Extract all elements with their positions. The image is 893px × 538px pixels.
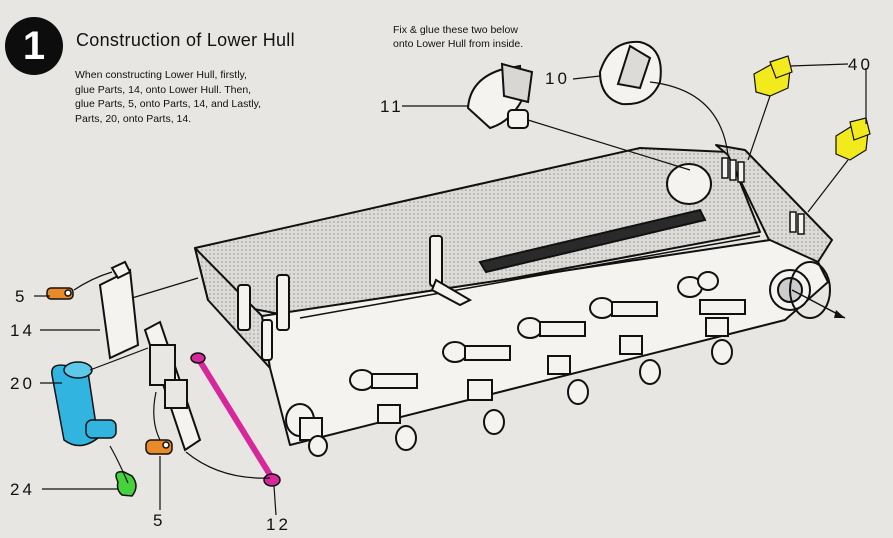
part-12-rod bbox=[190, 352, 281, 487]
suspension-arm bbox=[442, 341, 511, 435]
part-40-brackets bbox=[753, 55, 871, 161]
instruction-line: When constructing Lower Hull, firstly, bbox=[75, 69, 247, 81]
assembly-instructions: When constructing Lower Hull, firstly, g… bbox=[75, 68, 365, 126]
interior-parts-note: Fix & glue these two below onto Lower Hu… bbox=[393, 24, 523, 51]
part-5-top bbox=[46, 287, 74, 300]
step-title: Construction of Lower Hull bbox=[76, 30, 295, 50]
suspension-arm bbox=[517, 317, 589, 405]
part-20-cylinder bbox=[51, 361, 117, 447]
part-label-10: 10 bbox=[545, 69, 570, 88]
interior-rail bbox=[478, 208, 707, 274]
front-lower-plate bbox=[143, 320, 202, 452]
suspension-arm bbox=[677, 271, 746, 365]
note-line: onto Lower Hull from inside. bbox=[393, 37, 524, 50]
instruction-line: Parts, 20, onto Parts, 14. bbox=[75, 112, 192, 125]
part-label-11: 11 bbox=[380, 97, 404, 116]
part-24-green bbox=[115, 470, 137, 497]
note-line: Fix & glue these two below bbox=[393, 24, 518, 36]
part-label-40: 40 bbox=[848, 55, 873, 74]
part-label-14: 14 bbox=[10, 321, 35, 340]
step-number-badge: 1 bbox=[5, 17, 63, 75]
part-5-bottom bbox=[145, 439, 173, 455]
hull-rear-brackets bbox=[721, 157, 805, 235]
part-14-front-plate bbox=[98, 260, 140, 360]
front-idler-hub bbox=[285, 403, 328, 457]
part-10 bbox=[598, 40, 662, 106]
part-label-24: 24 bbox=[10, 480, 35, 499]
interior-posts bbox=[237, 235, 473, 361]
part-11 bbox=[466, 62, 534, 130]
rear-sprocket-hub bbox=[769, 261, 831, 319]
part-label-5-bottom: 5 bbox=[153, 511, 166, 530]
hull-inner-hole bbox=[666, 163, 712, 205]
instruction-line: glue Parts, 5, onto Parts, 14, and Lastl… bbox=[75, 98, 261, 110]
leader-lines bbox=[34, 63, 867, 516]
part-label-20: 20 bbox=[10, 374, 35, 393]
lower-hull bbox=[194, 144, 833, 446]
instruction-line: glue Parts, 14, onto Lower Hull. Then, bbox=[75, 83, 252, 96]
part-label-5-top: 5 bbox=[15, 287, 28, 306]
suspension-arm bbox=[589, 297, 661, 385]
part-label-12: 12 bbox=[266, 515, 291, 534]
suspension-arm bbox=[349, 369, 418, 451]
suspension-arms bbox=[285, 261, 831, 457]
